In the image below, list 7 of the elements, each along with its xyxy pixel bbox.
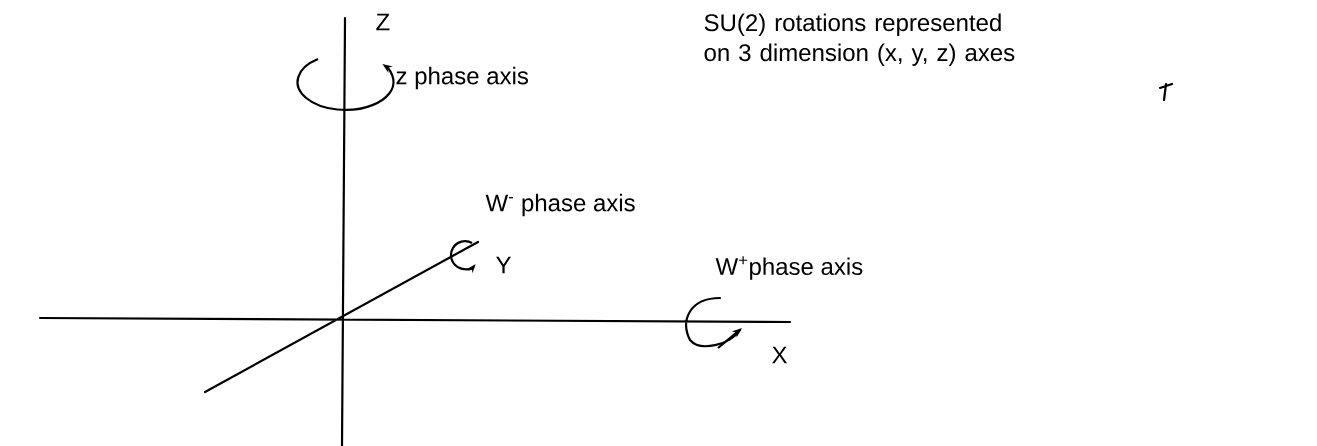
rotation-label: z phase axis xyxy=(396,66,529,90)
axis-label: X xyxy=(772,346,788,364)
axis-label: Y xyxy=(496,256,511,274)
rotation-label: W$^{-}$ phase axis xyxy=(485,193,635,217)
axis-label: Z xyxy=(376,13,390,31)
note-text: SU(2) rotations represented on 3 dimension (x, y, z) axes xyxy=(704,13,1015,66)
rotation-label: W$^{+}$phase axis xyxy=(715,256,863,280)
